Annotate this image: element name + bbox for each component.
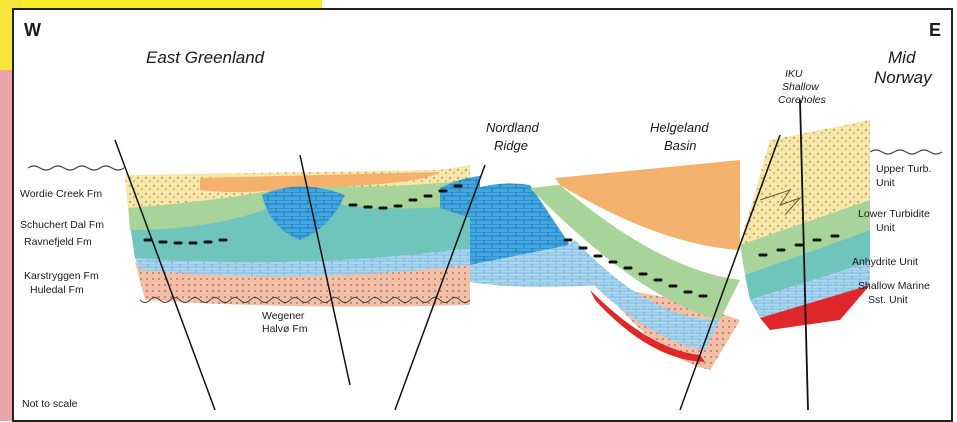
iku-label-2: Shallow <box>782 81 819 93</box>
lower-turb-label-1: Lower Turbidite <box>858 208 930 220</box>
corehole-line <box>799 99 809 411</box>
formation-label: Schuchert Dal Fm <box>20 219 105 231</box>
upper-turb-label-1: Upper Turb. <box>876 163 932 175</box>
helgeland-basin <box>530 160 740 370</box>
fault-line-3 <box>394 164 486 411</box>
fault-line-4 <box>679 134 781 411</box>
formation-label: Huledal Fm <box>30 284 84 296</box>
lower-turb-label-2: Unit <box>876 222 895 234</box>
wegener-label-2: Halvø Fm <box>262 323 308 335</box>
anhydrite-label: Anhydrite Unit <box>852 256 918 268</box>
nordland-label-1: Nordland <box>486 120 539 135</box>
sea-surface-left <box>27 165 125 171</box>
east-greenland-basin <box>125 165 480 307</box>
shallow-marine-label-2: Sst. Unit <box>868 294 908 306</box>
east-greenland-label: East Greenland <box>146 48 265 67</box>
west-label: W <box>24 20 41 40</box>
formation-label: Ravnefjeld Fm <box>24 236 92 248</box>
helgeland-label-2: Basin <box>664 138 697 153</box>
shallow-marine-label-1: Shallow Marine <box>858 280 930 292</box>
iku-label-3: Coreholes <box>778 94 826 106</box>
helgeland-label-1: Helgeland <box>650 120 709 135</box>
east-label: E <box>929 20 942 40</box>
mid-norway-label-1: Mid <box>888 48 916 67</box>
formation-label: Wordie Creek Fm <box>20 188 103 200</box>
sea-surface-right <box>869 149 943 155</box>
fault-line-1 <box>114 139 216 411</box>
wegener-label-1: Wegener <box>262 310 305 322</box>
mid-norway-label-2: Norway <box>874 68 932 87</box>
iku-label-1: IKU <box>785 68 803 80</box>
mid-norway-margin <box>740 120 870 330</box>
upper-turb-label-2: Unit <box>876 177 895 189</box>
formation-label: Karstryggen Fm <box>24 270 99 282</box>
nordland-label-2: Ridge <box>494 138 528 153</box>
footnote: Not to scale <box>22 398 78 410</box>
fault-line-2 <box>299 154 351 386</box>
